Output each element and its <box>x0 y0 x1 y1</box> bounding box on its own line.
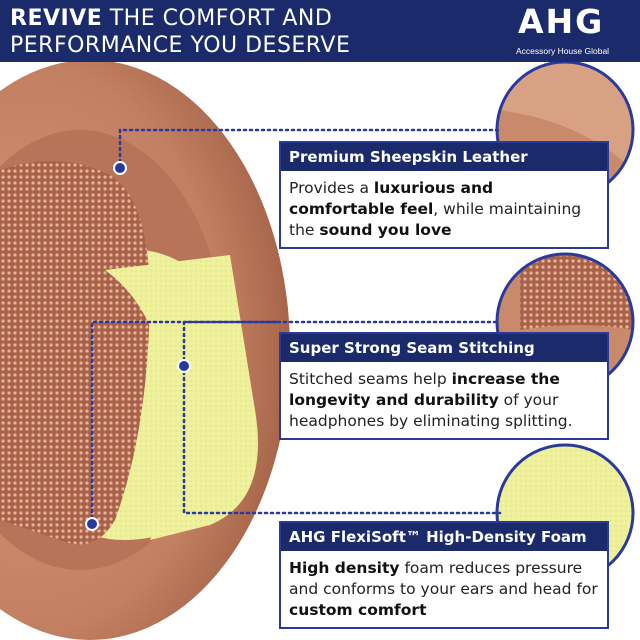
feature-title: Premium Sheepskin Leather <box>281 143 607 171</box>
body-text: of your headphones by eliminating splitt… <box>289 391 573 430</box>
body-text: foam reduces pressure and conforms to yo… <box>289 559 598 598</box>
emphasis-text: increase the longevity and durability <box>289 370 560 409</box>
headline-line-1: REVIVE THE COMFORT AND <box>10 6 332 31</box>
feature-description: High density foam reduces pressure and c… <box>281 551 607 627</box>
feature-card-leather: Premium Sheepskin Leather Provides a lux… <box>279 141 609 249</box>
logo-wordmark: AHG <box>518 2 605 41</box>
brand-logo: AHG Accessory House Global <box>506 2 636 60</box>
logo-tagline: Accessory House Global <box>516 46 610 56</box>
headline-bold-word: REVIVE <box>10 6 103 31</box>
feature-title: Super Strong Seam Stitching <box>281 334 607 362</box>
emphasis-text: sound you love <box>319 221 452 239</box>
header-banner: REVIVE THE COMFORT AND PERFORMANCE YOU D… <box>0 0 640 62</box>
feature-card-stitching: Super Strong Seam Stitching Stitched sea… <box>279 332 609 440</box>
feature-description: Provides a luxurious and comfortable fee… <box>281 171 607 247</box>
emphasis-text: luxurious and comfortable feel <box>289 179 494 218</box>
body-text: Stitched seams help <box>289 370 452 388</box>
leader-lines <box>90 128 502 526</box>
feature-card-foam: AHG FlexiSoft™ High-Density Foam High de… <box>279 521 609 629</box>
emphasis-text: custom comfort <box>289 601 427 619</box>
feature-description: Stitched seams help increase the longevi… <box>281 362 607 438</box>
emphasis-text: High density <box>289 559 400 577</box>
body-text: , while maintaining the <box>289 200 582 239</box>
headline-line-1-rest: THE COMFORT AND <box>102 6 333 31</box>
feature-title: AHG FlexiSoft™ High-Density Foam <box>281 523 607 551</box>
body-text: Provides a <box>289 179 374 197</box>
headline-line-2: PERFORMANCE YOU DESERVE <box>10 33 351 58</box>
ear-pad-image <box>0 62 290 640</box>
leader-dots <box>85 161 191 531</box>
